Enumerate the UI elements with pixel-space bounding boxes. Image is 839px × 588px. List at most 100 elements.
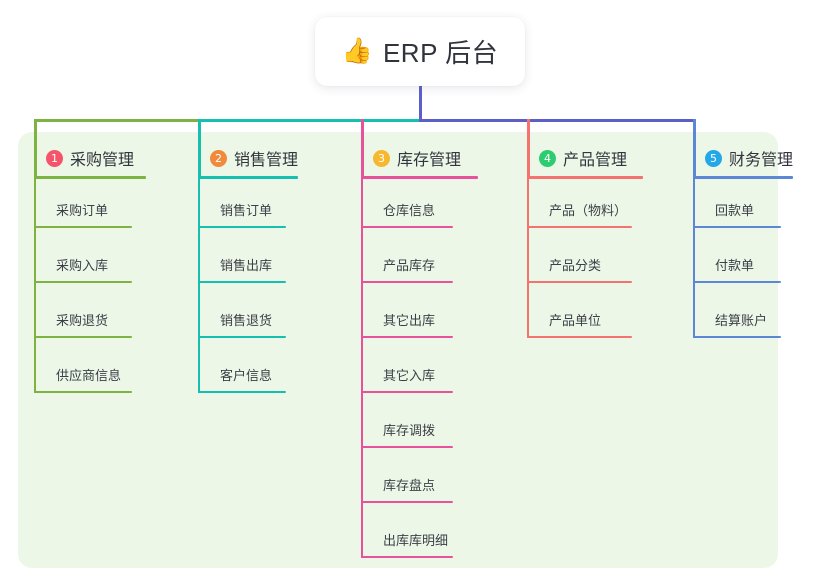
branch-item[interactable]: 产品库存 bbox=[361, 228, 461, 283]
branch-number-badge: 1 bbox=[46, 149, 63, 167]
branch-item-underline bbox=[361, 336, 453, 338]
branch-item[interactable]: 产品（物料） bbox=[527, 173, 632, 228]
branch-item-label: 库存盘点 bbox=[383, 478, 436, 493]
branch-item[interactable]: 采购订单 bbox=[34, 173, 134, 228]
branch-item-label: 产品分类 bbox=[549, 258, 602, 273]
branch-item-underline bbox=[361, 501, 453, 503]
branch-item-underline bbox=[198, 226, 286, 228]
branch-item[interactable]: 出库库明细 bbox=[361, 503, 461, 558]
branch-title: 销售管理 bbox=[234, 152, 299, 169]
branch-drop-5 bbox=[693, 119, 696, 176]
branch-item-label: 产品单位 bbox=[549, 313, 602, 328]
branch-spine bbox=[527, 173, 529, 338]
thumbs-up-icon: 👍 bbox=[341, 37, 373, 65]
bus-segment-2 bbox=[198, 119, 422, 122]
branch-item-label: 采购退货 bbox=[56, 313, 109, 328]
branch-underline bbox=[198, 176, 298, 179]
branch-item-list: 销售订单销售出库销售退货客户信息 bbox=[198, 173, 298, 393]
branch-item-label: 结算账户 bbox=[715, 313, 768, 328]
branch-item-list: 产品（物料） 产品分类产品单位 bbox=[527, 173, 632, 338]
branch-item-underline bbox=[361, 556, 453, 558]
branch-item-underline bbox=[361, 281, 453, 283]
branch-drop-4 bbox=[527, 119, 530, 176]
branch-item[interactable]: 客户信息 bbox=[198, 338, 298, 393]
branch-item[interactable]: 库存调拨 bbox=[361, 393, 461, 448]
branch-item[interactable]: 结算账户 bbox=[693, 283, 793, 338]
branch-item-underline bbox=[693, 336, 781, 338]
root-stem-connector bbox=[419, 86, 422, 122]
branch-item-underline bbox=[34, 336, 132, 338]
branch-item-underline bbox=[693, 281, 781, 283]
branch-item-label: 回款单 bbox=[715, 203, 755, 218]
branch-column-财务管理: 5 财务管理回款单付款单结算账户 bbox=[693, 146, 793, 338]
branch-underline bbox=[34, 176, 146, 179]
branch-spine bbox=[198, 173, 200, 393]
branch-item-underline bbox=[527, 226, 632, 228]
branch-item-label: 出库库明细 bbox=[383, 533, 449, 548]
branch-item-underline bbox=[198, 336, 286, 338]
branch-number-badge: 3 bbox=[373, 149, 390, 167]
branch-item[interactable]: 采购退货 bbox=[34, 283, 134, 338]
branch-drop-3 bbox=[361, 119, 364, 176]
branch-number-badge: 5 bbox=[705, 149, 722, 167]
branch-item[interactable]: 仓库信息 bbox=[361, 173, 461, 228]
branch-item-list: 仓库信息产品库存其它出库其它入库库存调拨库存盘点出库库明细 bbox=[361, 173, 461, 558]
branch-item[interactable]: 回款单 bbox=[693, 173, 793, 228]
branch-spine bbox=[361, 173, 363, 558]
bus-segment-1 bbox=[34, 119, 201, 122]
branch-item-label: 库存调拨 bbox=[383, 423, 436, 438]
branch-item[interactable]: 付款单 bbox=[693, 228, 793, 283]
branch-item-label: 销售出库 bbox=[220, 258, 273, 273]
branch-underline bbox=[527, 176, 643, 179]
root-node[interactable]: 👍 ERP 后台 bbox=[315, 17, 525, 86]
branch-item-underline bbox=[34, 281, 132, 283]
branch-item[interactable]: 其它入库 bbox=[361, 338, 461, 393]
branch-underline bbox=[693, 176, 793, 179]
branch-item-underline bbox=[527, 281, 632, 283]
branch-item-list: 采购订单采购入库采购退货供应商信息 bbox=[34, 173, 134, 393]
root-node-label: ERP 后台 bbox=[382, 38, 499, 68]
branch-item-underline bbox=[361, 446, 453, 448]
branch-item[interactable]: 销售退货 bbox=[198, 283, 298, 338]
branch-item-label: 其它出库 bbox=[383, 313, 436, 328]
branch-item[interactable]: 销售订单 bbox=[198, 173, 298, 228]
branch-item[interactable]: 采购入库 bbox=[34, 228, 134, 283]
branch-header-财务管理[interactable]: 5 财务管理 bbox=[693, 146, 794, 179]
branch-item-underline bbox=[198, 391, 286, 393]
branch-spine bbox=[34, 173, 36, 393]
branch-item-label: 其它入库 bbox=[383, 368, 436, 383]
branch-item-label: 采购订单 bbox=[56, 203, 109, 218]
branch-item[interactable]: 销售出库 bbox=[198, 228, 298, 283]
branch-item-underline bbox=[361, 391, 453, 393]
branch-item-underline bbox=[34, 391, 132, 393]
branch-number-badge: 4 bbox=[539, 149, 556, 167]
branches-panel bbox=[18, 132, 778, 568]
branch-item-label: 采购入库 bbox=[56, 258, 109, 273]
branch-title: 财务管理 bbox=[729, 152, 794, 169]
branch-drop-2 bbox=[198, 119, 201, 176]
branch-item-label: 产品库存 bbox=[383, 258, 436, 273]
branch-item-underline bbox=[527, 336, 632, 338]
branch-item-label: 仓库信息 bbox=[383, 203, 436, 218]
branch-item[interactable]: 供应商信息 bbox=[34, 338, 134, 393]
branch-item-list: 回款单付款单结算账户 bbox=[693, 173, 793, 338]
branch-item[interactable]: 产品分类 bbox=[527, 228, 632, 283]
branch-item-label: 供应商信息 bbox=[56, 368, 122, 383]
branch-title: 库存管理 bbox=[397, 152, 462, 169]
branch-header-库存管理[interactable]: 3 库存管理 bbox=[361, 146, 478, 179]
branch-item[interactable]: 库存盘点 bbox=[361, 448, 461, 503]
branch-item-underline bbox=[34, 226, 132, 228]
branch-item[interactable]: 产品单位 bbox=[527, 283, 632, 338]
branch-item-underline bbox=[361, 226, 453, 228]
branch-item-label: 产品（物料） bbox=[549, 203, 628, 218]
branch-item-label: 付款单 bbox=[715, 258, 755, 273]
branch-item[interactable]: 其它出库 bbox=[361, 283, 461, 338]
branch-underline bbox=[361, 176, 478, 179]
bus-segment-3 bbox=[419, 119, 696, 122]
